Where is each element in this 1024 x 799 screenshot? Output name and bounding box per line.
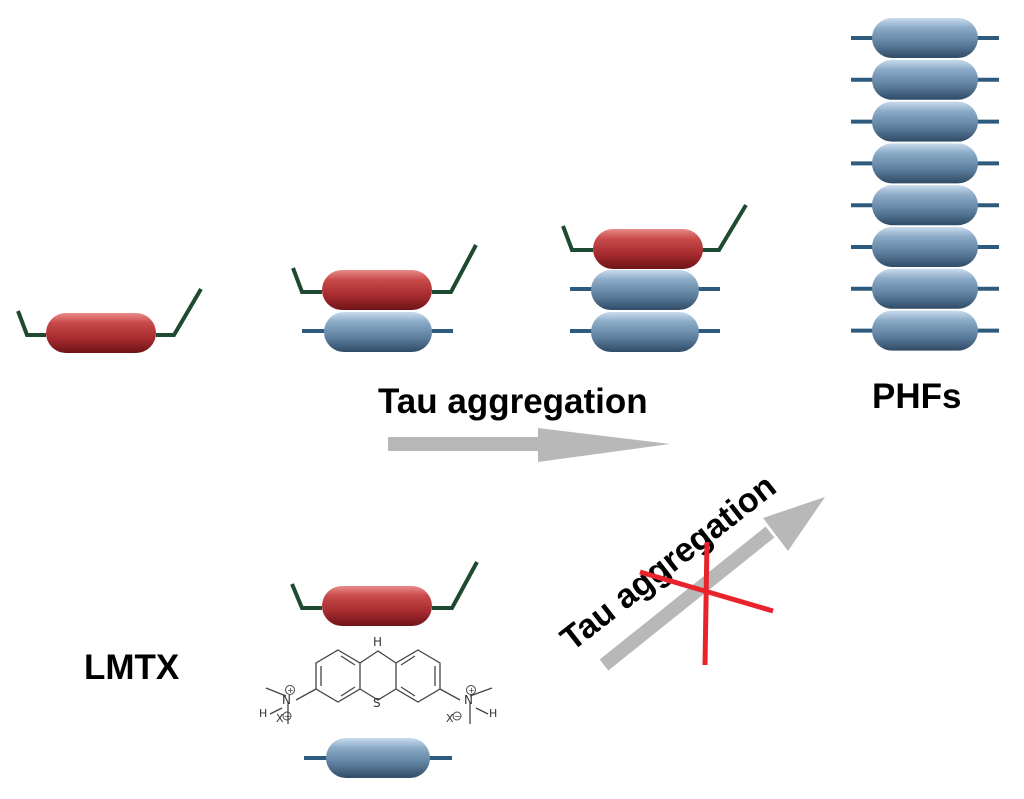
charge-plus-left: + — [287, 686, 294, 695]
blue-segment — [872, 227, 978, 267]
tau-aggregation-label: Tau aggregation — [378, 382, 648, 421]
green-tail-right — [432, 244, 478, 294]
red-segment — [322, 270, 432, 310]
atom-h-nh: H — [373, 635, 382, 649]
charge-plus-right: + — [468, 686, 475, 695]
blue-segment — [872, 268, 978, 309]
blue-segment — [872, 143, 978, 184]
atom-h-right: H — [489, 707, 497, 720]
red-segment — [46, 313, 156, 353]
lmtx-complex — [290, 561, 479, 778]
phf-stack — [851, 18, 999, 351]
blue-segment — [324, 312, 432, 352]
phf-blue-segment — [851, 18, 999, 58]
tau-aggregation-blocked-label: Tau aggregation — [554, 467, 784, 658]
green-tail-right — [701, 203, 748, 252]
green-tail-left — [290, 583, 322, 610]
phf-blue-segment — [851, 227, 999, 267]
green-tail-left — [16, 310, 46, 337]
phf-blue-segment — [851, 310, 999, 351]
atom-h-left: H — [259, 707, 267, 720]
charge-minus-left: − — [284, 712, 291, 721]
blocked-aggregation-arrow — [599, 497, 825, 671]
tau-monomer — [16, 287, 203, 353]
blue-segment — [872, 310, 978, 351]
central-ring — [359, 650, 397, 664]
left-benzene-ring — [315, 649, 361, 703]
right-benzene-ring — [395, 649, 441, 703]
blue-segment — [326, 738, 430, 778]
tau-trimer — [561, 203, 748, 352]
atom-n-right: N — [464, 693, 473, 707]
phf-blue-segment — [851, 185, 999, 226]
green-tail-right — [156, 287, 203, 337]
blue-segment — [872, 59, 978, 100]
red-cross-icon — [639, 541, 774, 666]
phf-blue-segment — [851, 59, 999, 100]
atom-n-left: N — [282, 693, 291, 707]
counterion-left: X — [276, 712, 284, 725]
lmtx-atom-labels: H S N N H H X X + + − − — [259, 635, 497, 725]
aggregation-arrow — [388, 428, 670, 462]
red-segment — [322, 586, 432, 626]
blue-segment — [591, 270, 699, 310]
lmtx-molecule — [265, 649, 493, 724]
tau-dimer — [291, 244, 478, 352]
green-tail-left — [291, 267, 322, 294]
blue-segment — [591, 312, 699, 352]
phfs-label: PHFs — [872, 377, 961, 416]
green-tail-left — [561, 225, 593, 252]
blue-segment — [872, 18, 978, 58]
green-tail-right — [432, 561, 479, 610]
blue-segment — [872, 185, 978, 226]
counterion-right: X — [446, 712, 454, 725]
atom-s: S — [373, 696, 381, 710]
charge-minus-right: − — [454, 712, 461, 721]
red-segment — [593, 229, 703, 269]
phf-blue-segment — [851, 143, 999, 184]
lmtx-label: LMTX — [84, 648, 180, 687]
phf-blue-segment — [851, 101, 999, 142]
blue-segment — [872, 101, 978, 142]
phf-blue-segment — [851, 268, 999, 309]
